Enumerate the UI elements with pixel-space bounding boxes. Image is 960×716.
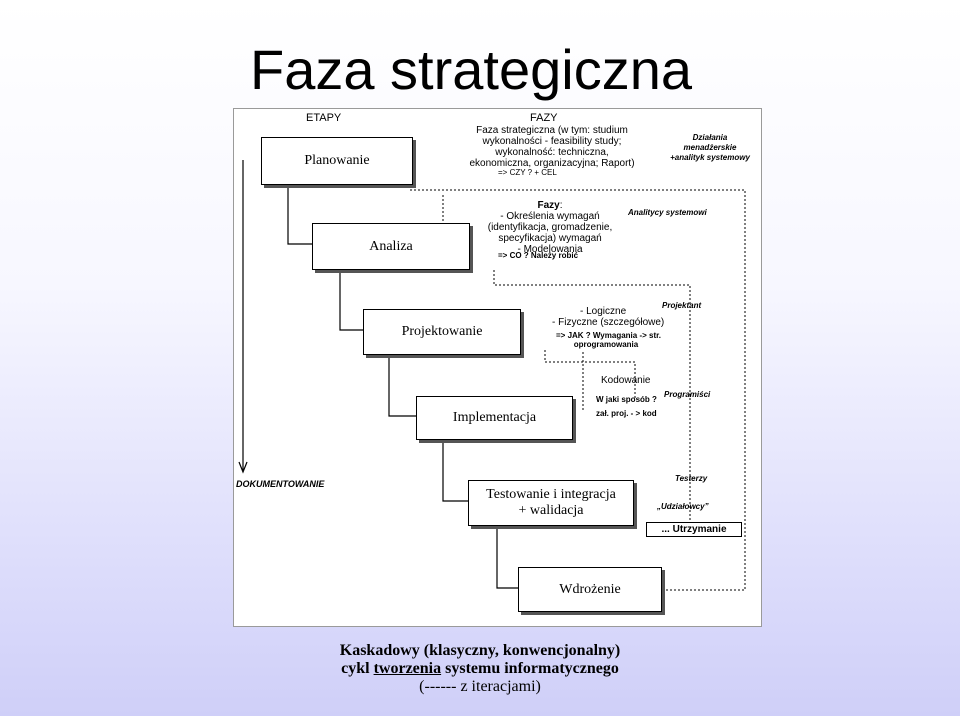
planowanie-role-line: Działania (692, 133, 728, 142)
planowanie-desc-line: Faza strategiczna (w tym: studium (476, 125, 628, 136)
projektowanie-desc-line: - Logiczne (580, 306, 627, 317)
analiza-roles: Analitycy systemowi (628, 208, 707, 217)
analiza-desc-line: - Określenia wymagań (500, 211, 600, 222)
stage-analiza: Analiza (312, 223, 470, 270)
planowanie-desc-line: ekonomiczna, organizacyjna; Raport) (469, 158, 635, 169)
caption-line-2: cykl tworzenia systemu informatycznego (0, 660, 960, 678)
projektowanie-description: - Logiczne - Fizyczne (szczegółowe) (552, 306, 664, 328)
utrzymanie-box: ... Utrzymanie (646, 522, 742, 537)
iteration-line-3 (493, 270, 691, 520)
stage-analiza-label: Analiza (369, 238, 413, 254)
caption-line-2-pre: cykl (341, 660, 374, 677)
planowanie-role-line: menadżerskie (683, 143, 737, 152)
implementacja-roles: Programiści (664, 390, 711, 399)
iteration-line-2 (442, 195, 468, 259)
stage-planowanie: Planowanie (261, 137, 413, 185)
stage-planowanie-label: Planowanie (304, 153, 370, 168)
dokumentowanie-label: DOKUMENTOWANIE (236, 479, 325, 489)
analiza-heading: Fazy (537, 200, 560, 211)
planowanie-desc-line: wykonalność: techniczna, (495, 147, 609, 158)
implementacja-desc-line: Kodowanie (601, 375, 651, 386)
testowanie-role-testerzy: Testerzy (675, 474, 708, 483)
page-title: Faza strategiczna (250, 38, 692, 101)
planowanie-description: Faza strategiczna (w tym: studium wykona… (437, 125, 667, 169)
planowanie-roles: Działania menadżerskie +analityk systemo… (660, 133, 760, 163)
caption-line-3: (------ z iteracjami) (419, 678, 541, 695)
analiza-description: Fazy: - Określenia wymagań (identyfikacj… (470, 200, 630, 255)
analiza-desc-line: - Modelowania (517, 244, 583, 255)
planowanie-desc-line: wykonalności - feasibility study; (482, 136, 622, 147)
waterfall-arrow-2 (339, 269, 363, 331)
utrzymanie-label: ... Utrzymanie (661, 524, 727, 535)
analiza-note: => CO ? Należy robić (498, 251, 579, 260)
stage-implementacja-label: Implementacja (452, 410, 537, 425)
waterfall-arrow-5 (496, 525, 518, 589)
documentation-arrowhead (238, 461, 248, 474)
stage-implementacja: Implementacja (416, 396, 573, 440)
implementacja-note-1: W jaki sposób ? (596, 395, 657, 404)
planowanie-role-line: +analityk systemowy (670, 153, 750, 162)
analiza-desc-line: (identyfikacja, gromadzenie, (487, 222, 613, 233)
fazy-header: FAZY (530, 112, 558, 124)
stage-projektowanie-label: Projektowanie (401, 324, 483, 339)
iteration-line-1 (410, 189, 746, 591)
analiza-heading-suffix: : (559, 200, 563, 211)
waterfall-arrow-3 (388, 354, 416, 417)
iteration-line-4 (544, 350, 636, 400)
waterfall-arrow-4 (442, 438, 468, 502)
projektowanie-note-line: oprogramowania (573, 340, 639, 349)
caption-line-2-post: systemu informatycznego (441, 660, 619, 677)
projektowanie-notes: => JAK ? Wymagania -> str. oprogramowani… (556, 331, 662, 349)
projektowanie-note-line: => JAK ? Wymagania -> str. (556, 331, 662, 340)
projektowanie-desc-line: - Fizyczne (szczegółowe) (552, 317, 665, 328)
testowanie-role-udzialowcy: „Udziałowcy” (657, 502, 709, 511)
etapy-header: ETAPY (306, 112, 342, 124)
stage-wdrozenie-label: Wdrożenie (559, 581, 621, 597)
stage-testowanie-label-2: + walidacja (518, 503, 584, 518)
caption-line-1: Kaskadowy (klasyczny, konwencjonalny) (339, 642, 621, 659)
caption-line-2-underlined: tworzenia (373, 660, 442, 677)
planowanie-note: => CZY ? + CEL (498, 168, 557, 177)
implementacja-note-2: zał. proj. - > kod (596, 409, 657, 418)
stage-projektowanie: Projektowanie (363, 309, 521, 355)
diagram-caption: Kaskadowy (klasyczny, konwencjonalny) cy… (0, 642, 960, 696)
stage-wdrozenie: Wdrożenie (518, 567, 662, 612)
projektowanie-roles: Projektant (662, 301, 702, 310)
analiza-desc-line: specyfikacja) wymagań (498, 233, 602, 244)
waterfall-arrow-1 (287, 184, 312, 245)
stage-testowanie: Testowanie i integracja + walidacja (468, 480, 634, 526)
stage-testowanie-label: Testowanie i integracja (486, 487, 616, 502)
